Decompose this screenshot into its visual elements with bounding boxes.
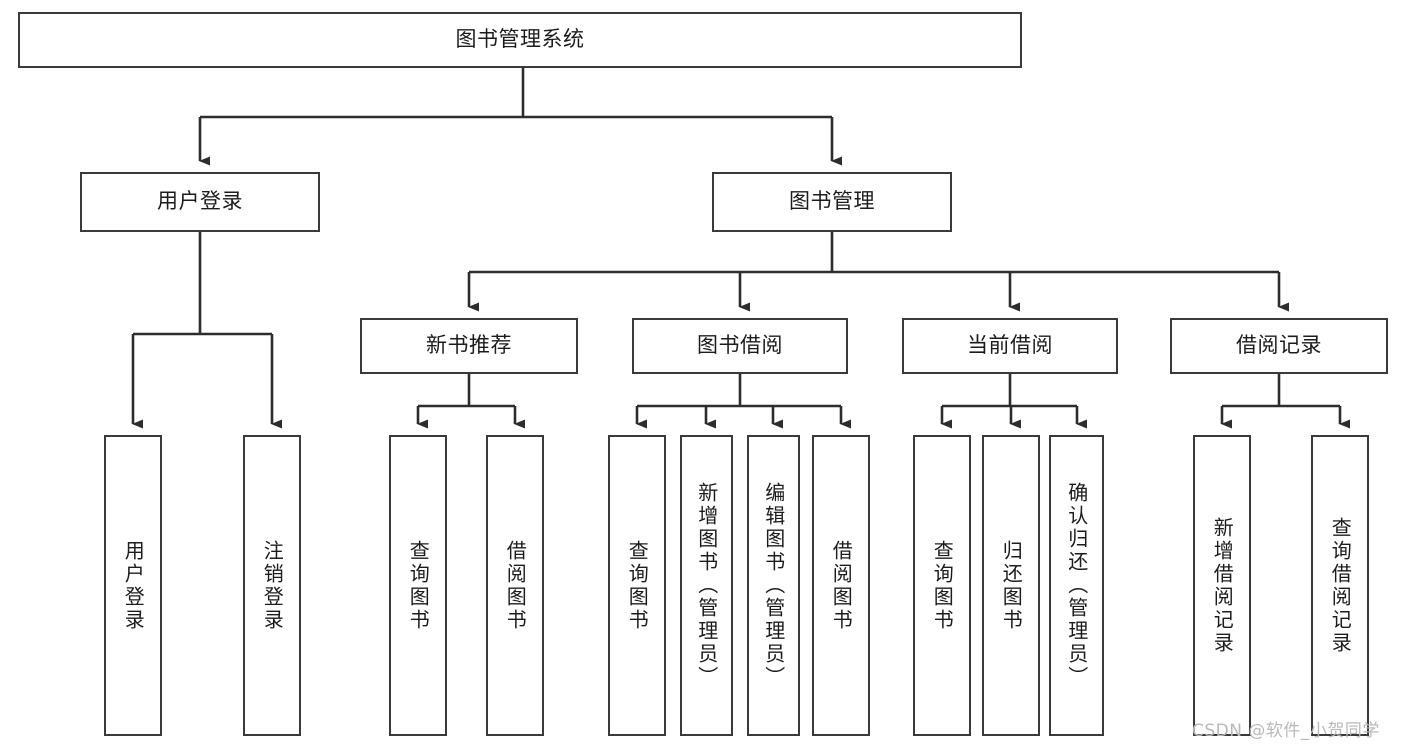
node-label: 查询图书 — [930, 539, 955, 632]
node-label: 借阅图书 — [829, 539, 854, 632]
node-label: 新书推荐 — [426, 333, 512, 358]
csdn-watermark: CSDN @软件_小贺同学 — [1192, 721, 1380, 741]
node-label: 图书管理 — [789, 189, 875, 214]
leaf-leaf-confirm-return[interactable]: 确认归还（管理员） — [1049, 435, 1104, 736]
node-label: 新增借阅记录 — [1210, 516, 1235, 655]
node-book-borrow[interactable]: 图书借阅 — [632, 318, 848, 374]
leaf-leaf-edit-book[interactable]: 编辑图书（管理员） — [747, 435, 800, 736]
leaf-leaf-add-record[interactable]: 新增借阅记录 — [1193, 435, 1251, 736]
node-label: 确认归还（管理员） — [1064, 482, 1089, 689]
node-label: 用户登录 — [121, 539, 146, 632]
leaf-leaf-query-record[interactable]: 查询借阅记录 — [1311, 435, 1369, 736]
leaf-leaf-user-login[interactable]: 用户登录 — [104, 435, 162, 736]
node-current-borrow[interactable]: 当前借阅 — [902, 318, 1118, 374]
node-user-login[interactable]: 用户登录 — [80, 172, 320, 232]
leaf-leaf-query-book-1[interactable]: 查询图书 — [389, 435, 447, 736]
leaf-leaf-query-book-2[interactable]: 查询图书 — [608, 435, 666, 736]
node-label: 当前借阅 — [967, 333, 1053, 358]
node-borrow-record[interactable]: 借阅记录 — [1170, 318, 1388, 374]
node-label: 查询图书 — [625, 539, 650, 632]
node-label: 图书借阅 — [697, 333, 783, 358]
leaf-leaf-add-book[interactable]: 新增图书（管理员） — [680, 435, 733, 736]
node-label: 图书管理系统 — [455, 27, 585, 52]
node-label: 借阅记录 — [1236, 333, 1322, 358]
node-book-manage[interactable]: 图书管理 — [712, 172, 952, 232]
node-label: 查询借阅记录 — [1328, 516, 1353, 655]
node-label: 新增图书（管理员） — [694, 482, 719, 689]
leaf-leaf-return-book[interactable]: 归还图书 — [982, 435, 1040, 736]
leaf-leaf-borrow-book-1[interactable]: 借阅图书 — [486, 435, 544, 736]
node-label: 注销登录 — [260, 539, 285, 632]
node-root[interactable]: 图书管理系统 — [18, 12, 1022, 68]
leaf-leaf-query-book-3[interactable]: 查询图书 — [913, 435, 971, 736]
node-label: 用户登录 — [157, 189, 243, 214]
node-label: 编辑图书（管理员） — [761, 482, 786, 689]
leaf-leaf-user-logout[interactable]: 注销登录 — [243, 435, 301, 736]
node-label: 借阅图书 — [503, 539, 528, 632]
node-label: 查询图书 — [406, 539, 431, 632]
node-new-book-rec[interactable]: 新书推荐 — [360, 318, 578, 374]
leaf-leaf-borrow-book-2[interactable]: 借阅图书 — [812, 435, 870, 736]
node-label: 归还图书 — [999, 539, 1024, 632]
